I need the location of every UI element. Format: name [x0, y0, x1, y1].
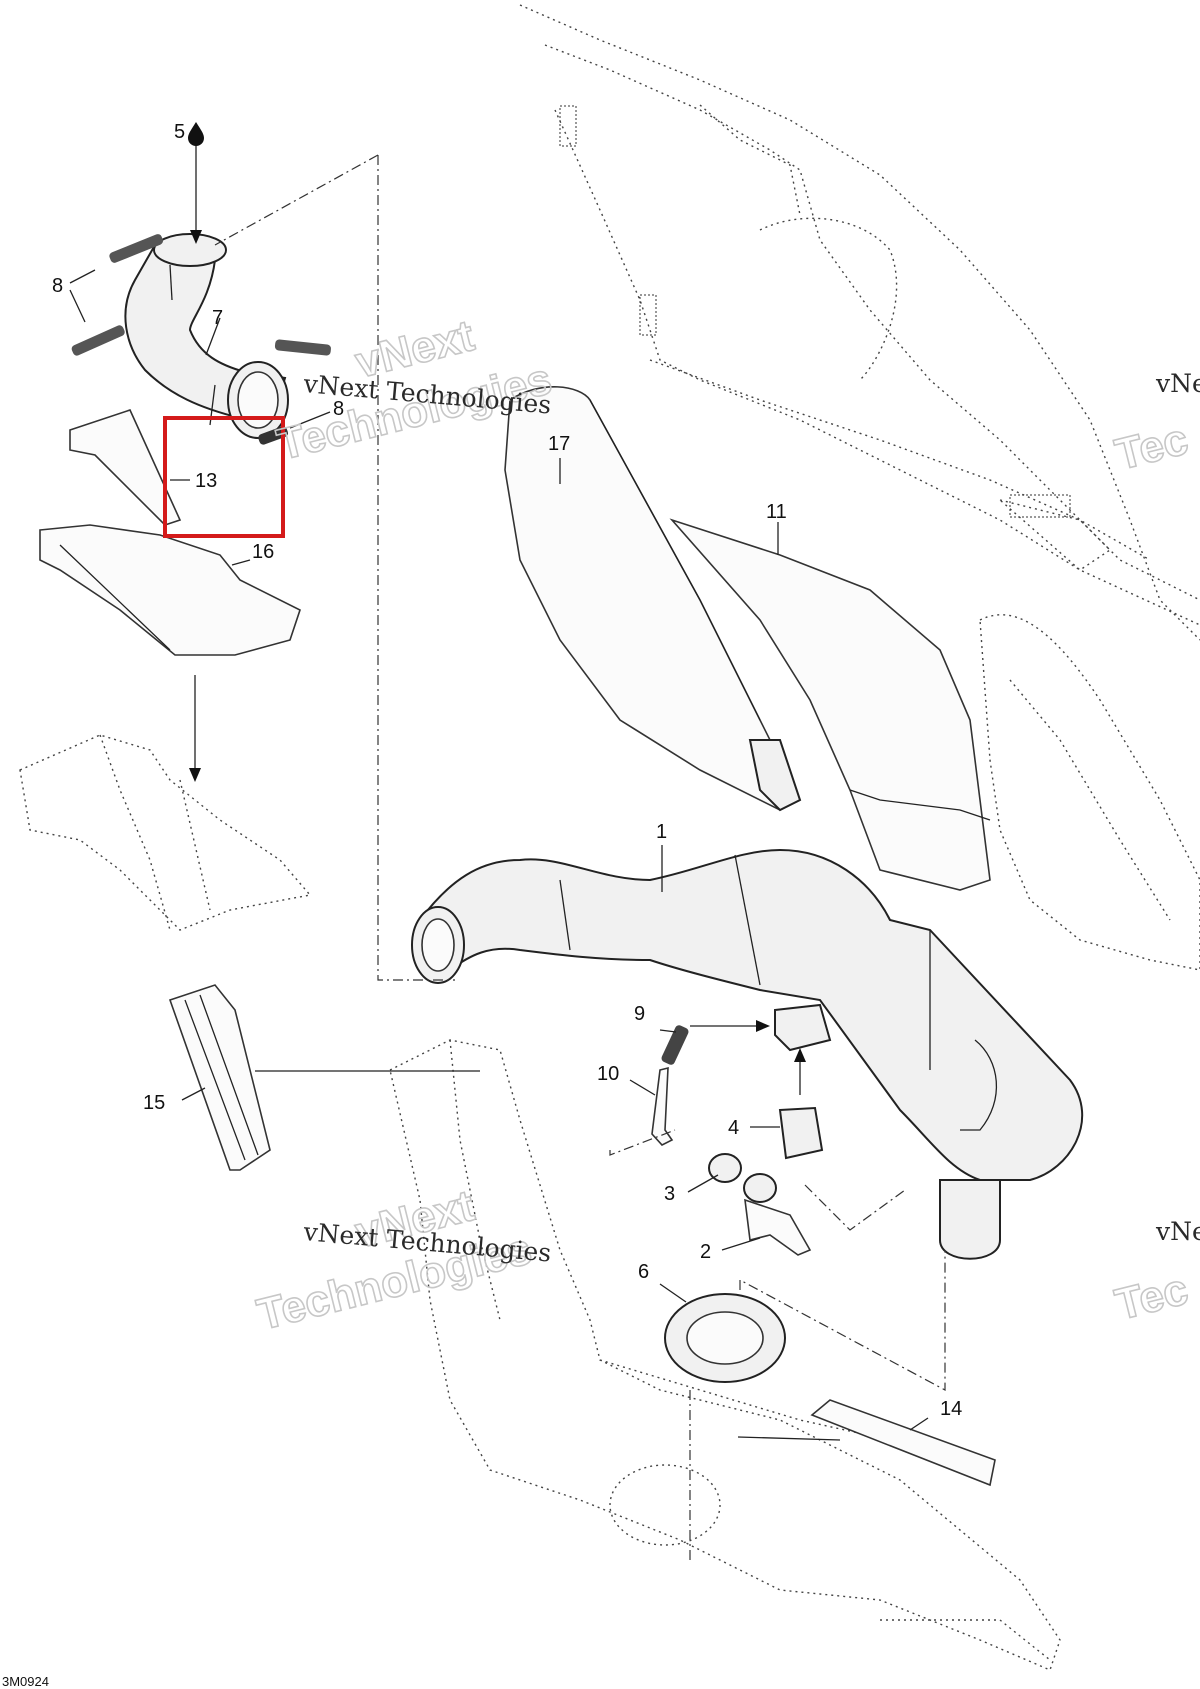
part-11-panel [669, 518, 991, 891]
part-2-bracket [744, 1198, 812, 1256]
watermark-edge-lower: vNe Tec [1110, 1217, 1200, 1331]
callout-11: 11 [766, 501, 787, 523]
body-panel-upper [519, 4, 1200, 641]
part-3-grommet [708, 1153, 777, 1203]
callout-5: 5 [174, 121, 185, 143]
svg-text:vNe: vNe [1155, 1217, 1200, 1246]
callout-6: 6 [638, 1261, 649, 1283]
part-4-damper [778, 1106, 824, 1160]
callout-4: 4 [728, 1117, 739, 1139]
arrow-5-down [190, 142, 202, 244]
callout-8-right: 8 [333, 398, 344, 420]
callout-7: 7 [212, 307, 223, 329]
part-10-bracket [651, 1066, 674, 1146]
part-7-exhaust-pipe [124, 233, 289, 439]
callout-14: 14 [940, 1398, 962, 1420]
svg-text:vNe: vNe [1155, 369, 1200, 398]
part-14-strip [810, 1399, 996, 1487]
oil-drop-icon [188, 122, 204, 146]
svg-text:Tec: Tec [1111, 1265, 1193, 1330]
callout-17: 17 [548, 433, 570, 455]
part-16-heat-shield [39, 524, 301, 656]
watermark-edge-upper: vNe Tec [1110, 369, 1200, 481]
highlight-box-13 [163, 416, 285, 538]
part-1-muffler [411, 848, 1084, 1260]
callout-10: 10 [597, 1063, 619, 1085]
arrow-9-right [690, 1020, 770, 1032]
callout-9: 9 [634, 1003, 645, 1025]
part-8-spring-short [258, 426, 289, 445]
callout-15: 15 [143, 1092, 165, 1114]
callout-2: 2 [700, 1241, 711, 1263]
part-8-spring-upper [109, 234, 164, 263]
muffler-mount-bracket [774, 1003, 832, 1052]
callout-13: 13 [195, 470, 217, 492]
part-8-spring-right [274, 339, 331, 356]
callout-3: 3 [664, 1183, 675, 1205]
callout-16: 16 [252, 541, 274, 563]
side-panel-right [979, 614, 1200, 971]
part-8-spring-left [71, 325, 125, 356]
arrow-4-up [794, 1048, 806, 1095]
leader-lines [69, 269, 929, 1441]
part-6-grommet [664, 1293, 786, 1383]
part-15-rail [168, 984, 271, 1171]
watermark-lower: vNext Technologies vNext Technologies [252, 1180, 553, 1340]
callout-1: 1 [656, 821, 667, 843]
arrow-16-down [189, 675, 201, 782]
callout-8-left: 8 [52, 275, 63, 297]
part-17-panel [504, 386, 802, 812]
tunnel-floor [389, 1039, 1061, 1671]
frame-bracket-left [19, 734, 312, 931]
assembly-lines [214, 154, 946, 1560]
drawing-reference: 3M0924 [2, 1674, 49, 1689]
svg-text:Tec: Tec [1111, 415, 1193, 480]
part-9-spring [661, 1025, 689, 1065]
